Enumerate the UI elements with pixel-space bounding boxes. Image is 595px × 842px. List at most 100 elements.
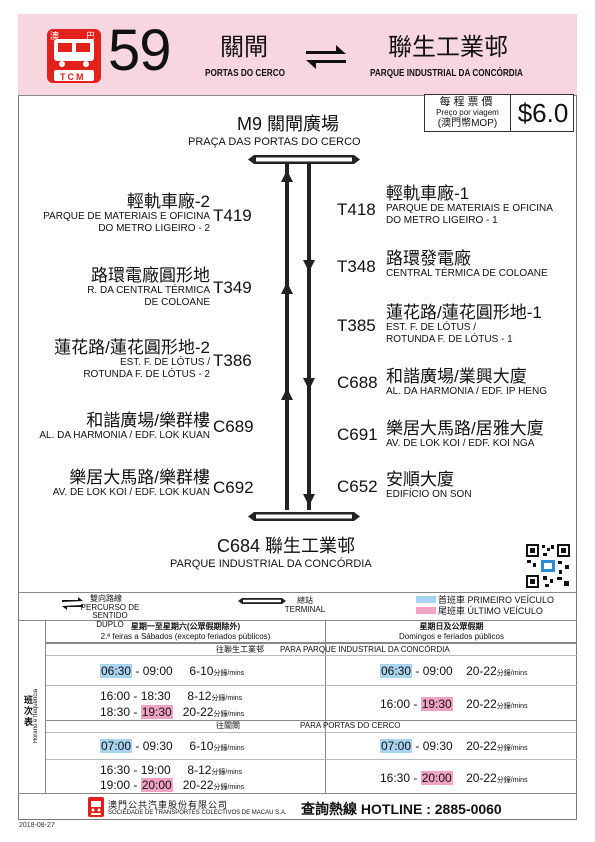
stop-name-zh: 樂居大馬路/樂群樓 [69,468,210,487]
stop-name-zh: 樂居大馬路/居雅大廈 [386,419,544,438]
stop-code-label: C689 [213,417,254,436]
frequency: 6-10 [189,739,214,753]
stop-code-t386: T386 [213,351,252,371]
dir1-label-pt: PARA PARQUE INDUSTRIAL DA CONCÓRDIA [280,645,450,654]
time-start: 16:00 [380,697,411,711]
frequency-unit: 分鐘/mins [496,745,528,752]
logo-char-2: 巴 [86,31,96,41]
origin-name-zh: 關閘 [220,33,268,61]
frequency-unit: 分鐘/mins [213,745,245,752]
legend-first-bus: 首班車 PRIMEIRO VEÍCULO [438,595,555,605]
stop-right-c688: 和諧廣場/業興大廈 AL. DA HARMONIA / EDF. IP HENG [386,367,547,398]
stop-name-pt: DO METRO LIGEIRO - 1 [386,215,498,226]
stop-code-label: T385 [337,316,376,335]
table-row: 16:00 - 19:30 20-22分鐘/mins [380,697,528,711]
stop-code-c691: C691 [337,425,378,445]
table-row: 16:30 - 19:00 8-12分鐘/mins [100,763,243,777]
stop-name-pt: PARQUE DE MATERIAIS E OFICINA [43,211,210,222]
table-row: 06:30 - 09:00 20-22分鐘/mins [380,664,528,678]
time-start: 07:00 [100,739,133,753]
frequency: 20-22 [466,739,497,753]
dir2-label-pt: PARA PORTAS DO CERCO [300,721,401,730]
tcm-logo-icon [47,29,101,83]
frequency: 20-22 [466,771,497,785]
route-header [18,14,577,96]
weekday-header-zh: 星期一至星期六(公眾假期除外) [130,622,241,631]
stop-code-label: T419 [213,206,252,225]
time-start: 16:30 [100,763,131,777]
time-start: 06:30 [380,664,413,678]
stop-code-label: C688 [337,373,378,392]
weekday-header: 星期一至星期六(公眾假期除外) 2.ª feiras a Sábados (ex… [46,621,325,643]
time-end: 20:00 [420,771,453,785]
stop-left-t386: 蓮花路/蓮花圓形地-2 EST. F. DE LÓTUS / ROTUNDA F… [54,338,210,381]
legend-first-swatch [416,596,436,603]
route-line-arrows [281,164,315,510]
stop-code-t348: T348 [337,257,376,277]
time-end: 19:30 [140,705,173,719]
print-date: 2018-08-27 [19,822,55,829]
stop-name-zh: 和諧廣場/樂群樓 [86,411,210,430]
stop-name-pt: EDIFÍCIO ON SON [386,489,472,500]
logo-char-1: 澳 [50,31,60,41]
holiday-header-pt: Domingos e feriados públicos [399,632,504,641]
holiday-header: 星期日及公眾假期 Domingos e feriados públicos [326,621,577,643]
frequency-unit: 分鐘/mins [211,695,243,702]
terminal-top-pt: PRAÇA DAS PORTAS DO CERCO [188,136,361,148]
frequency-unit: 分鐘/mins [496,777,528,784]
timetable-side-zh: 班次表 [23,695,33,728]
stop-name-zh: 路環發電廠 [386,249,471,268]
weekday-header-pt: 2.ª feiras a Sábados (excepto feriados p… [100,632,271,641]
stop-left-c692: 樂居大馬路/樂群樓 AV. DE LOK KOI / EDF. LOK KUAN [53,468,210,499]
frequency: 20-22 [182,778,214,792]
terminal-top-bar-icon [248,155,360,164]
frequency-unit: 分鐘/mins [496,670,528,677]
stop-name-pt: R. DA CENTRAL TÉRMICA [87,285,210,296]
stop-code-c689: C689 [213,417,254,437]
stop-right-t348: 路環發電廠 CENTRAL TÉRMICA DE COLOANE [386,249,548,280]
frequency-unit: 分鐘/mins [213,711,245,718]
legend-two-way-zh: 雙向路線 [90,594,122,603]
destination-name-pt: PARQUE INDUSTRIAL DA CONCÓRDIA [370,68,523,79]
two-way-arrows-icon [306,45,346,69]
qr-code-icon[interactable] [525,543,571,589]
stop-code-label: C652 [337,477,378,496]
stop-code-c688: C688 [337,373,378,393]
stop-name-pt: EST. F. DE LÓTUS / [119,357,210,368]
dir1-label-zh: 往聯生工業邨 [216,645,264,654]
time-end: 18:30 [140,689,171,703]
legend-two-way-pt1: PERCURSO DE [80,603,140,612]
terminal-bottom-zh: C684 聯生工業邨 [217,536,356,556]
company-name-zh: 澳門公共汽車股份有限公司 [108,800,229,810]
frequency: 8-12 [187,689,212,703]
time-end: 09:00 [142,664,173,678]
timetable-side-label: 班次表 Horário e frequência [18,621,46,794]
stop-name-pt: CENTRAL TÉRMICA DE COLOANE [386,268,548,279]
legend-two-way-pt2: SENTIDO DUPLO [92,611,128,629]
stop-name-pt: PARQUE DE MATERIAIS E OFICINA [386,203,553,214]
time-end: 19:30 [420,697,453,711]
row-line [46,720,577,721]
time-end: 19:00 [140,763,171,777]
stop-name-zh: 路環電廠圓形地 [91,266,210,285]
stop-name-pt: AL. DA HARMONIA / EDF. LOK KUAN [39,430,210,441]
hotline[interactable]: 查詢熱線 HOTLINE : 2885-0060 [301,801,502,817]
stop-code-label: T348 [337,257,376,276]
stop-code-t349: T349 [213,278,252,298]
time-start: 19:00 [100,778,131,792]
stop-code-t418: T418 [337,200,376,220]
frequency: 6-10 [189,664,214,678]
stop-name-pt: AV. DE LOK KOI / EDF. LOK KUAN [52,487,210,498]
stop-code-label: T386 [213,351,252,370]
stop-right-c691: 樂居大馬路/居雅大廈 AV. DE LOK KOI / EDF. KOI NGA [386,419,544,450]
table-row: 07:00 - 09:30 6-10分鐘/mins [100,739,245,753]
stop-left-t349: 路環電廠圓形地 R. DA CENTRAL TÉRMICA DE COLOANE [87,266,210,309]
stop-code-label: C692 [213,478,254,497]
table-row: 19:00 - 20:00 20-22分鐘/mins [100,778,245,792]
row-line [46,732,577,733]
holiday-header-zh: 星期日及公眾假期 [419,622,484,631]
stop-code-c692: C692 [213,478,254,498]
company-logo-icon [88,797,104,817]
table-row: 16:30 - 20:00 20-22分鐘/mins [380,771,528,785]
stop-name-pt: AL. DA HARMONIA / EDF. IP HENG [386,386,547,397]
